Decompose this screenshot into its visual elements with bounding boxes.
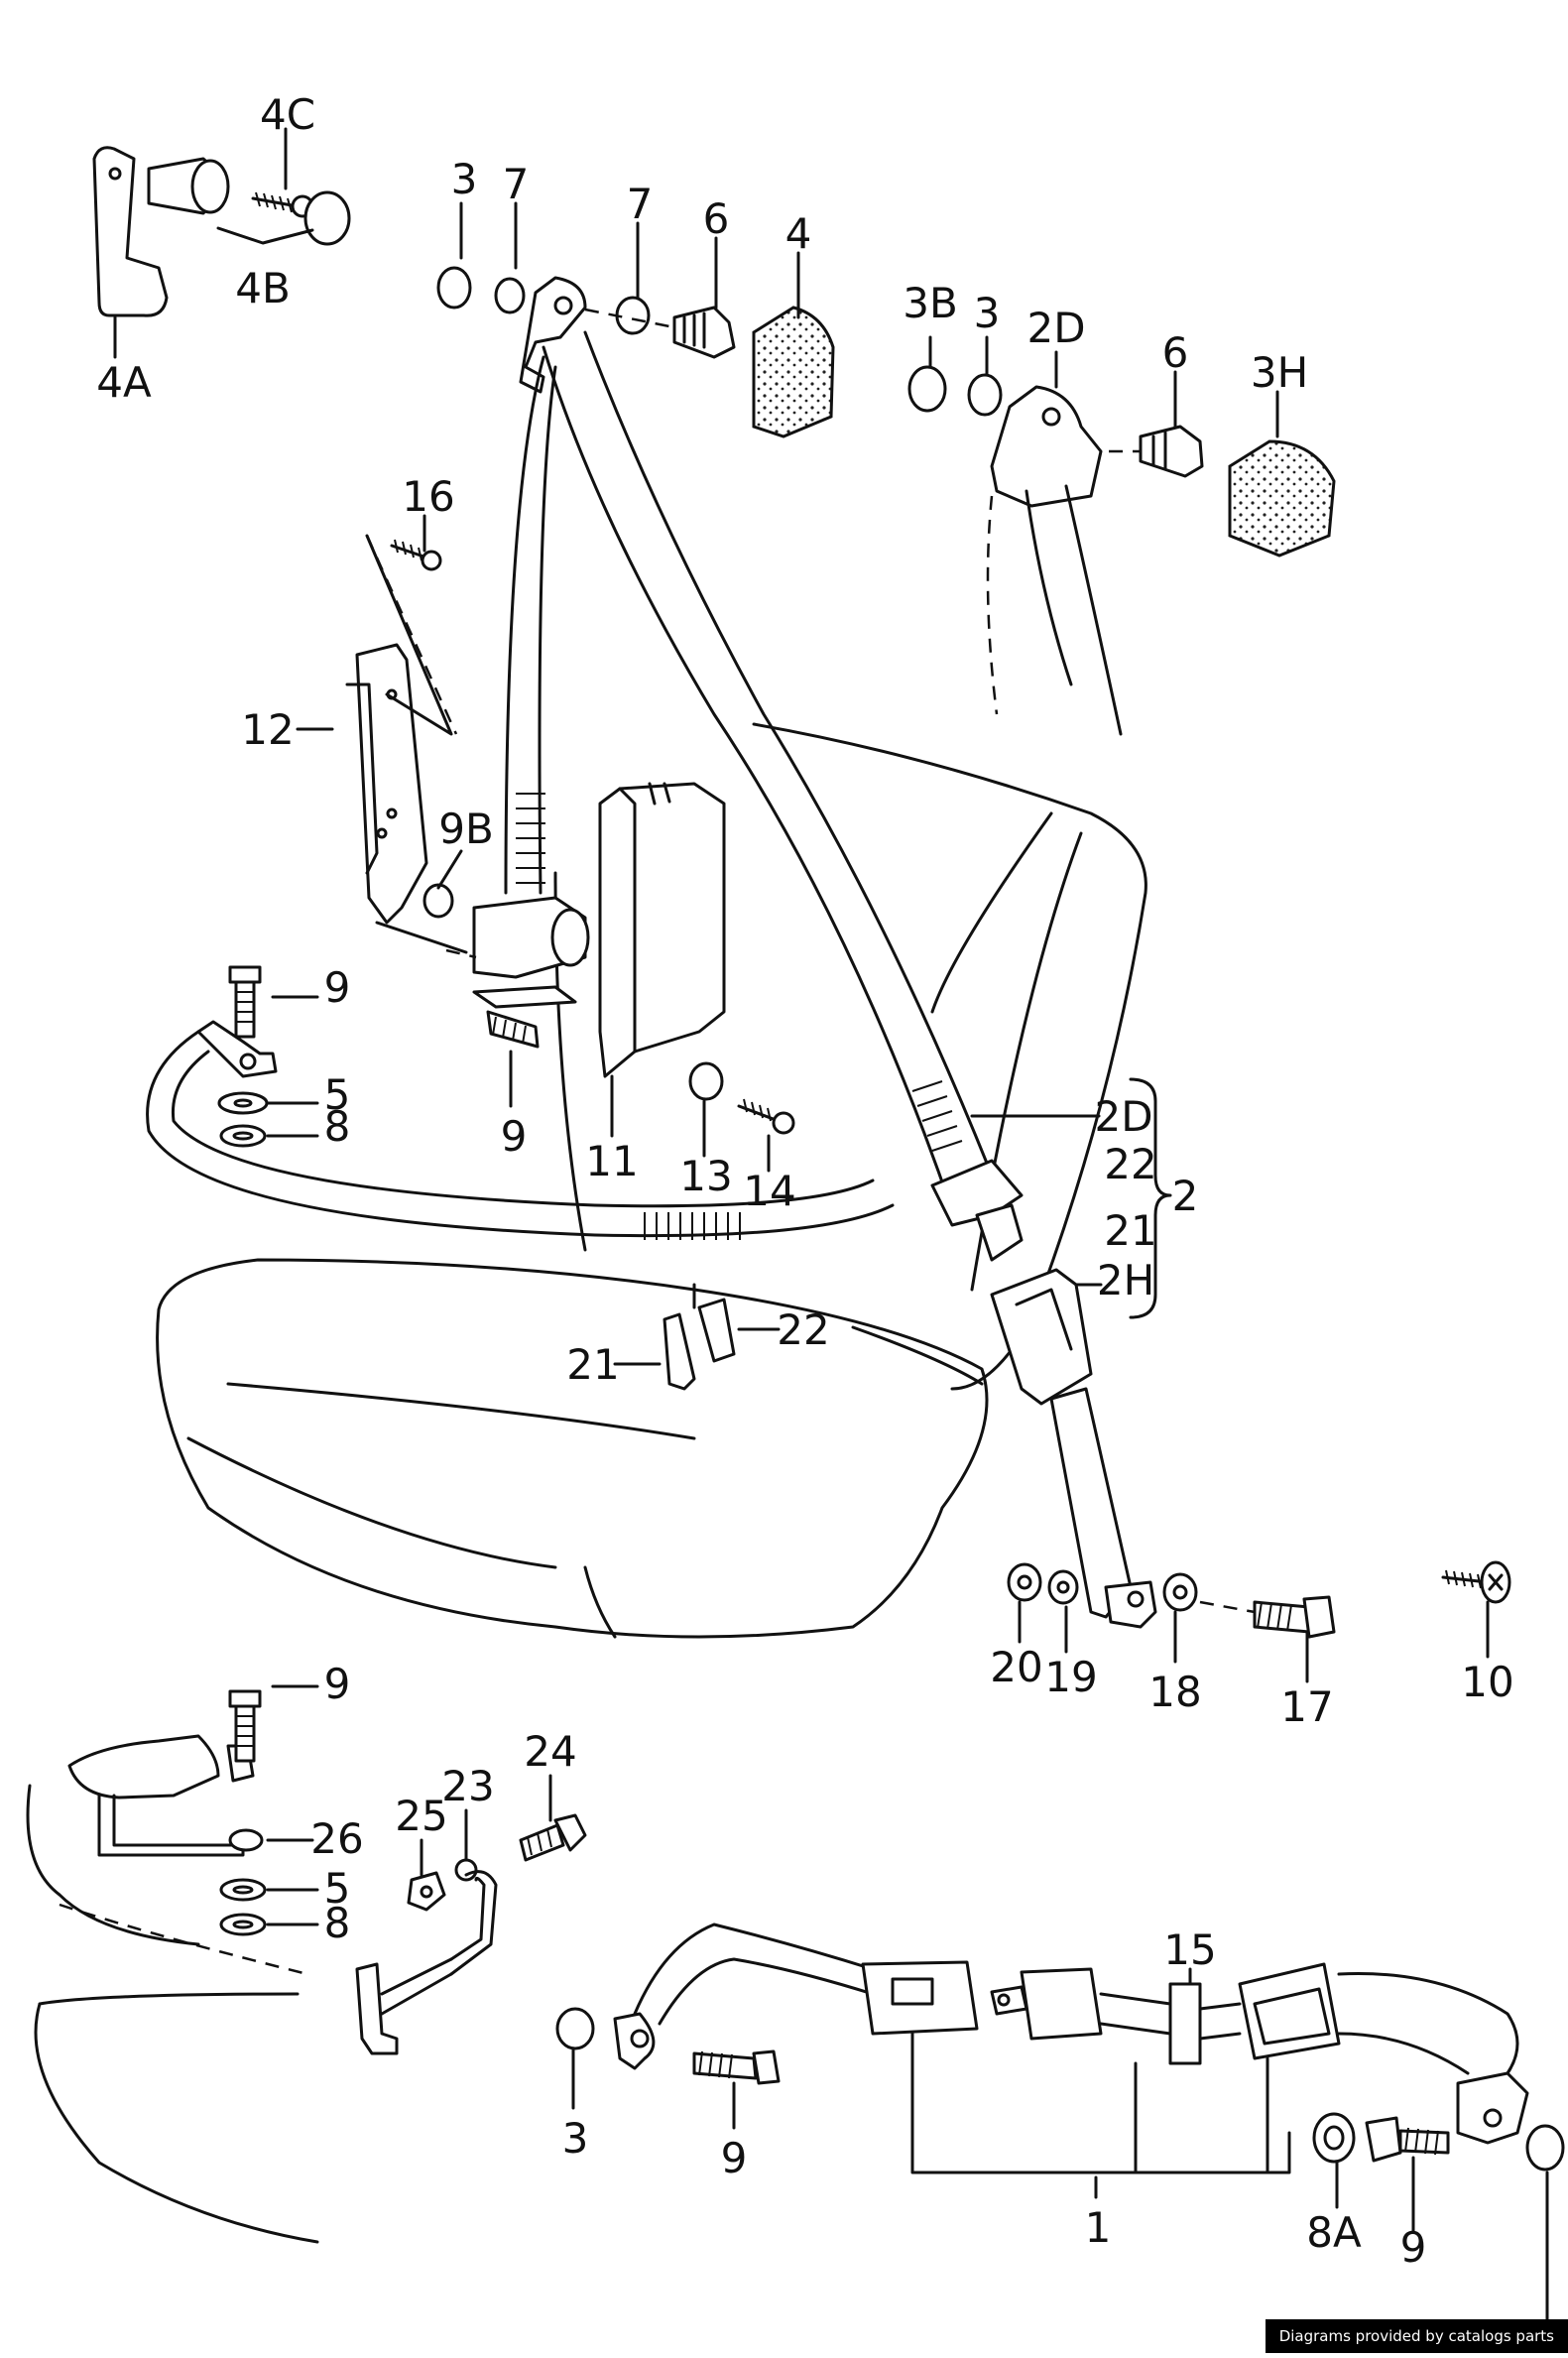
retractor-unit: [472, 896, 590, 979]
callout-label: 21: [1104, 1206, 1156, 1255]
callout-label: 2H: [1097, 1256, 1154, 1304]
callout-label: 9B: [438, 805, 494, 853]
callout-label: 20: [990, 1643, 1042, 1691]
callout-label: 23: [441, 1762, 494, 1810]
callout-label: 7: [503, 160, 530, 208]
callout-label: 3H: [1251, 348, 1308, 397]
callout-label: 22: [1104, 1140, 1156, 1188]
callout-label: 14: [743, 1167, 795, 1215]
anchor-upper-right: [907, 365, 1336, 558]
callout-label: 7: [627, 180, 654, 228]
callout-label: 17: [1280, 1682, 1333, 1731]
callout-label: 11: [585, 1137, 638, 1185]
part-4a-lever: [92, 146, 169, 317]
latch-plate-2d: [930, 1159, 1024, 1262]
callout-label: 19: [1044, 1653, 1097, 1701]
callout-label: 3B: [903, 279, 958, 327]
callout-label: 5: [324, 1070, 351, 1119]
callout-label: 4C: [260, 90, 315, 139]
callout-label: 2D: [1026, 304, 1085, 352]
callout-label: 25: [395, 1792, 447, 1840]
part-24-bolt: [519, 1813, 587, 1862]
callout-label: 9: [501, 1112, 528, 1161]
callout-label: 6: [703, 194, 730, 243]
seat-cushion: [156, 1258, 989, 1639]
callout-label: 24: [524, 1727, 576, 1776]
callout-label: 6: [1162, 328, 1189, 377]
callout-label: 8: [324, 1102, 351, 1151]
buckle-2h: [990, 1268, 1157, 1629]
part-9-bolt-mid: [486, 1010, 540, 1049]
callout-label: 8A: [1306, 2208, 1362, 2257]
anchor-upper-left: [436, 266, 835, 438]
callout-label: 3: [974, 289, 1001, 337]
callout-label: 4B: [235, 264, 291, 312]
callout-label: 21: [566, 1340, 619, 1389]
rear-lap-buckle: [861, 1960, 1103, 2041]
callout-label: 8: [324, 1899, 351, 1947]
callout-label: 10: [1461, 1658, 1513, 1706]
rear-bracket-23: [355, 1858, 498, 2055]
callout-label: 22: [777, 1305, 829, 1354]
callout-label: 9: [324, 1660, 351, 1708]
callout-label: 18: [1148, 1668, 1201, 1716]
callout-label: 4: [785, 209, 812, 258]
callout-label: 26: [310, 1814, 363, 1863]
callout-label: 9: [1400, 2223, 1427, 2272]
rear-anchor-left: [26, 1689, 308, 1976]
callout-label: 5: [324, 1864, 351, 1913]
part-11-cover: [598, 782, 726, 1078]
rear-lap-latch: [1238, 1962, 1341, 2060]
part-10-screw: [1441, 1560, 1511, 1604]
bolt-washers-left-upper: [217, 965, 269, 1148]
credit-banner: Diagrams provided by catalogs parts: [1265, 2319, 1568, 2353]
lower-anchor-washers: [1007, 1562, 1336, 1639]
part-4c-screw: [251, 190, 351, 246]
callout-label: 1: [1085, 2203, 1112, 2252]
clip-21-22: [663, 1298, 736, 1391]
callout-label: 13: [679, 1152, 732, 1200]
rear-lap-belt-left-anchor: [555, 2007, 781, 2085]
rear-anchor-right: [1312, 2071, 1565, 2172]
callout-label: 4A: [96, 358, 152, 407]
part-13-washer: [688, 1061, 724, 1101]
callout-label: 9: [324, 963, 351, 1012]
callout-label: 2: [1172, 1172, 1199, 1220]
part-25-nut: [407, 1871, 446, 1912]
part-16-screw: [390, 539, 442, 571]
callout-label: 15: [1163, 1925, 1216, 1974]
part-14-screw: [737, 1098, 795, 1135]
callout-label: 9: [721, 2134, 748, 2182]
callout-label: 2D: [1094, 1092, 1152, 1141]
callout-label: 3: [562, 2114, 589, 2163]
part-15-adjuster: [1168, 1982, 1202, 2065]
callout-label: 12: [241, 705, 294, 754]
part-12-bracket: [345, 643, 428, 925]
callout-label: 3: [451, 155, 478, 203]
part-4b-cap: [147, 157, 230, 215]
callout-label: 16: [402, 472, 454, 521]
